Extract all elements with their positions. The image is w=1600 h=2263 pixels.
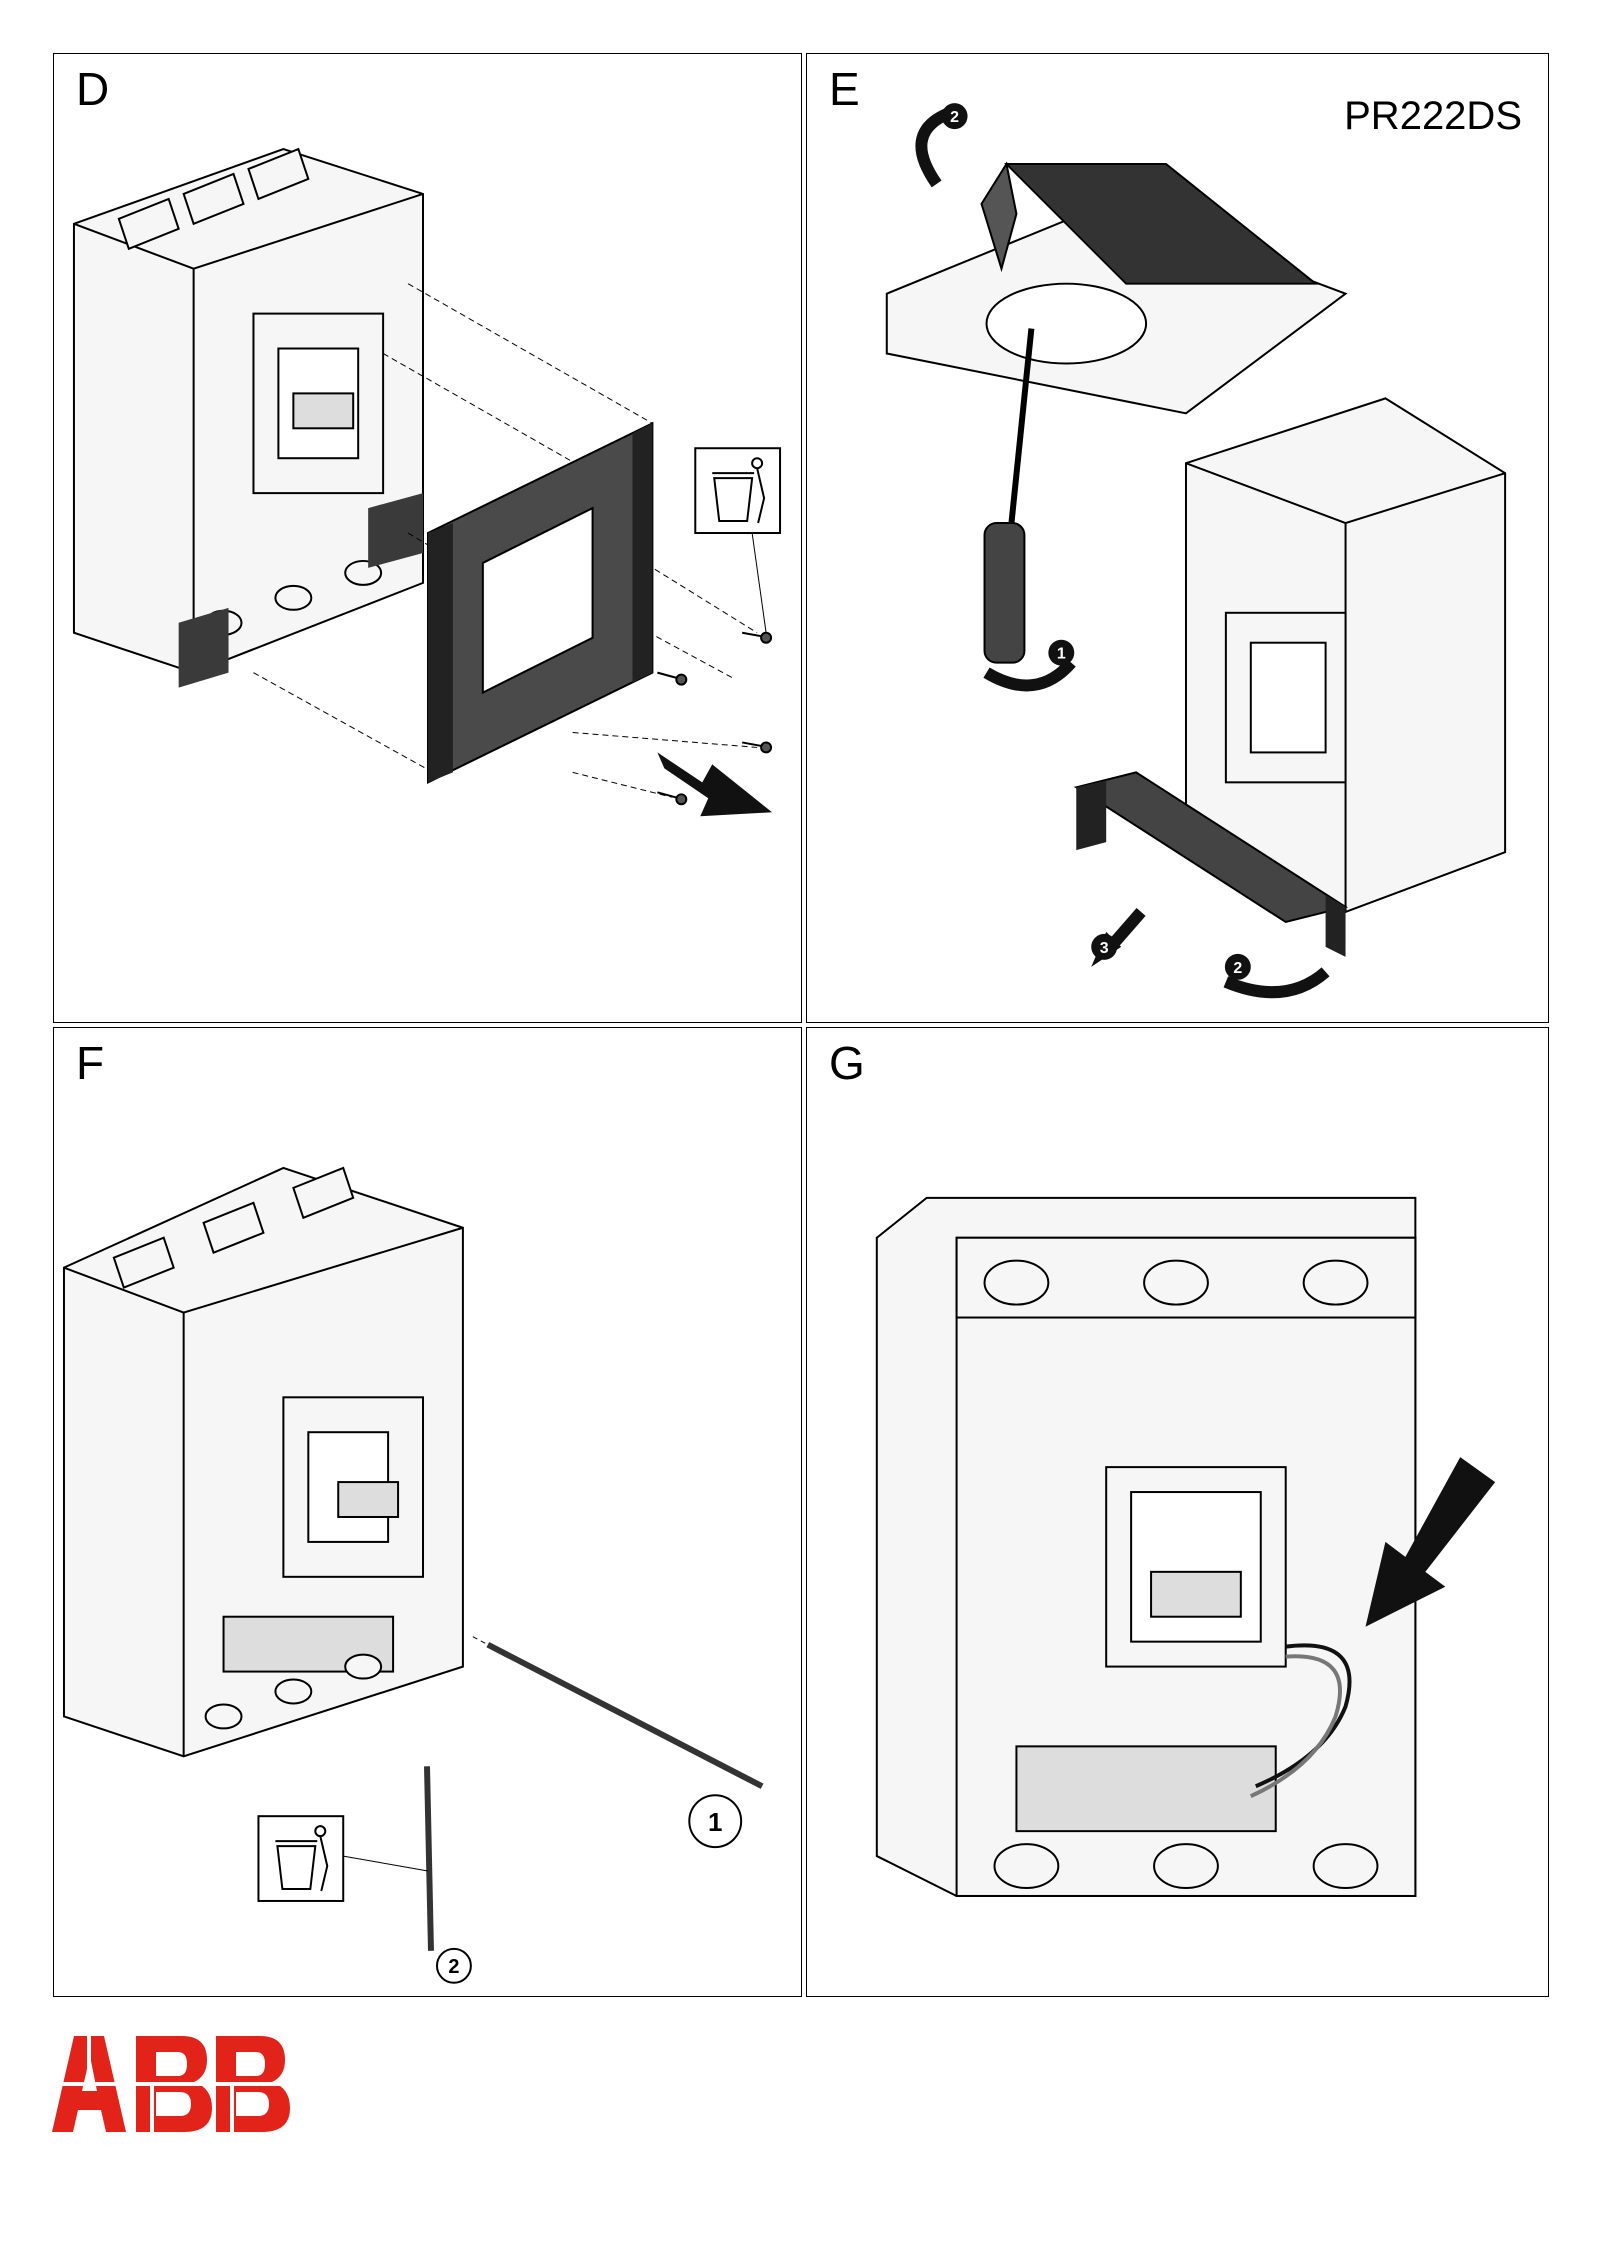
callout-2: 2: [448, 1956, 459, 1978]
illustration-remove-front-cover: [72, 147, 782, 817]
panel-d: D: [53, 53, 802, 1023]
step-letter: E: [829, 63, 860, 115]
step-badge-1: 1: [1057, 646, 1066, 663]
panel-e: 1 2 2 3 E PR222DS: [806, 53, 1549, 1023]
step-letter: G: [829, 1037, 865, 1089]
step-letter: F: [76, 1037, 105, 1089]
step-badge-2-top: 2: [950, 109, 959, 126]
panel-f: 1 2 F: [53, 1027, 802, 1997]
illustration-remove-trip-unit: 1 2 2 3: [885, 103, 1507, 999]
step-badge-icons: [941, 103, 1251, 980]
panel-g: G: [806, 1027, 1549, 1997]
abb-logo-icon: [52, 2036, 292, 2136]
step-badge-2-bottom: 2: [1233, 960, 1242, 977]
callout-circles-icon: [435, 1794, 743, 1984]
model-label: PR222DS: [1344, 94, 1522, 138]
illustration-remove-connector-cable: 1 2: [62, 1166, 764, 1984]
step-badge-3: 3: [1100, 940, 1109, 957]
step-letter: D: [76, 63, 110, 115]
abb-logo: [52, 2036, 292, 2136]
bin-icon: [257, 1815, 345, 1902]
bin-icon: [694, 447, 782, 535]
illustration-route-wiring: [875, 1196, 1496, 1897]
callout-1: 1: [708, 1809, 722, 1837]
